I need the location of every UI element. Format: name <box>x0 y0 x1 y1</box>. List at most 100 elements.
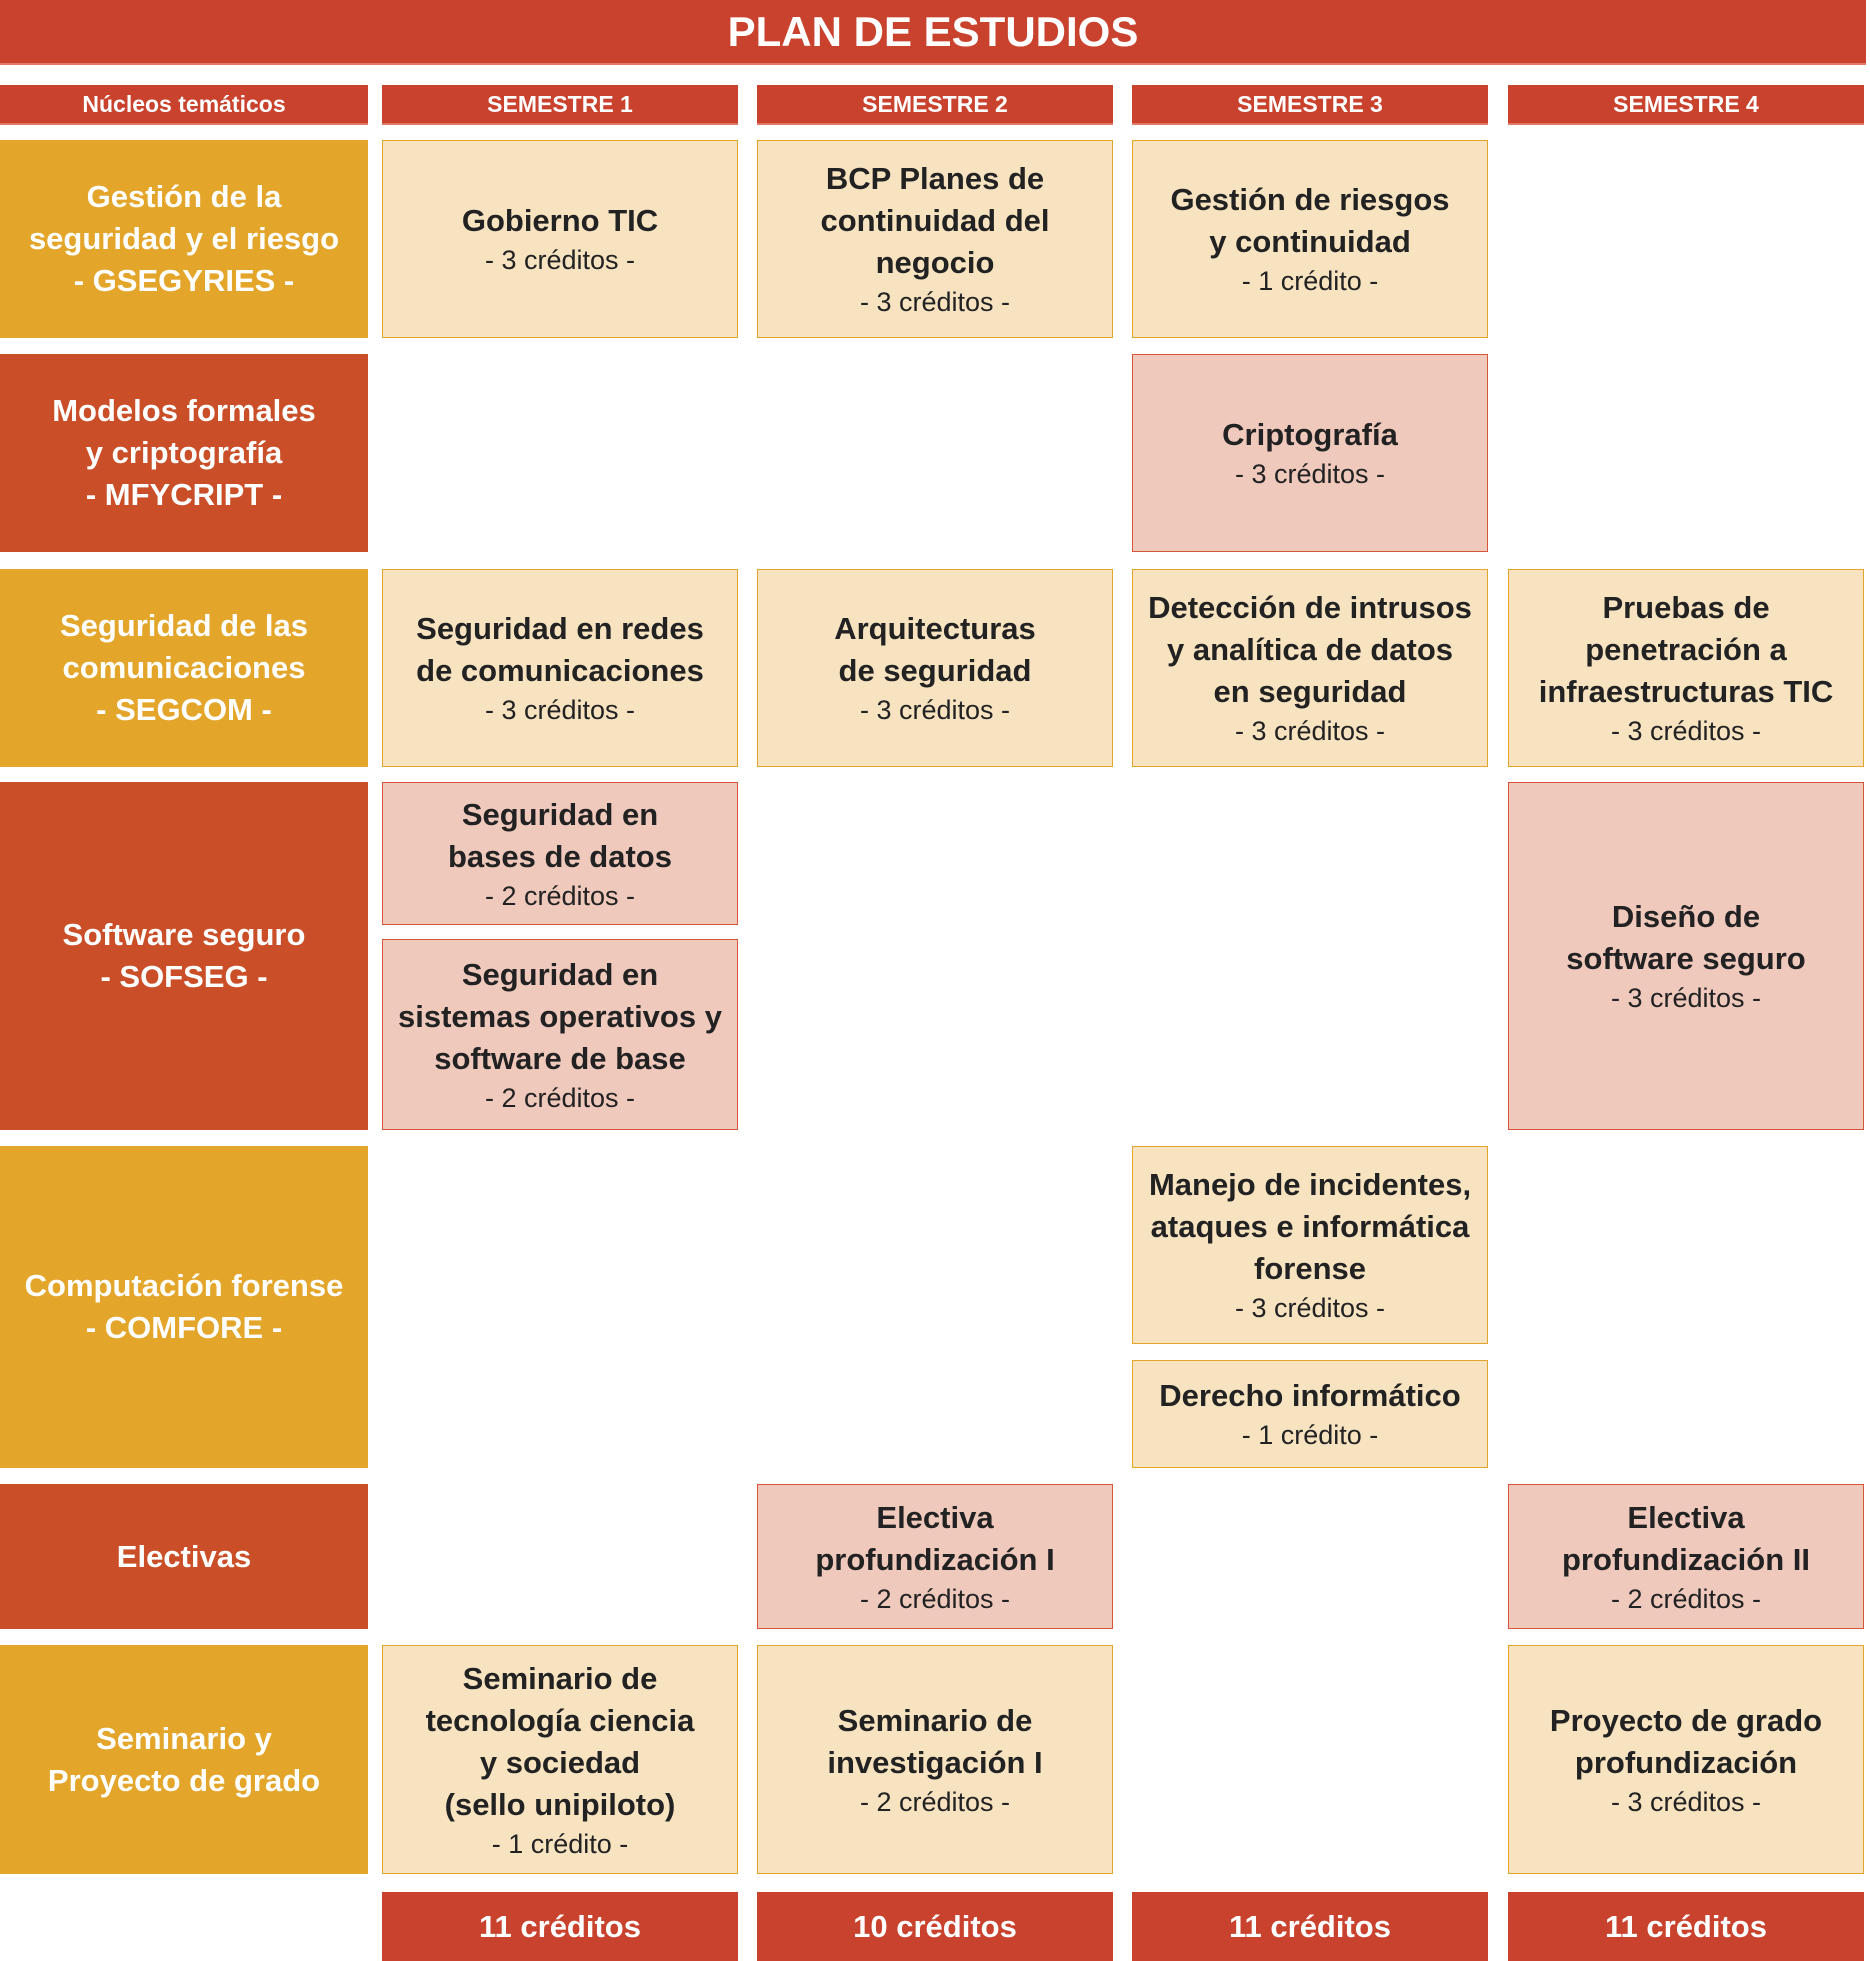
header-semester-1-label: SEMESTRE 1 <box>487 90 633 117</box>
course-name: Arquitecturas <box>834 611 1036 646</box>
header-core-label: Núcleos temáticos <box>82 90 286 117</box>
course-credits: - 3 créditos - <box>484 245 636 275</box>
course-name: Derecho informático <box>1159 1378 1461 1413</box>
course-name: Seguridad en <box>461 956 659 992</box>
core-electivas: Electivas <box>0 1484 368 1629</box>
course-name: y sociedad <box>479 1744 641 1780</box>
total-label: 11 créditos <box>1229 1908 1391 1944</box>
course-name: Criptografía <box>1222 417 1398 452</box>
course-name: Proyecto de grado <box>1549 1702 1823 1738</box>
course-name: profundización II <box>1562 1541 1810 1577</box>
course-name: (sello unipiloto) <box>444 1786 676 1822</box>
header-semester-3: SEMESTRE 3 <box>1132 85 1488 125</box>
total-label: 11 créditos <box>479 1908 641 1944</box>
core-line: Gestión de la <box>86 179 282 214</box>
header-semester-1: SEMESTRE 1 <box>382 85 738 125</box>
total-semester-4: 11 créditos <box>1508 1892 1864 1961</box>
course-name: investigación I <box>827 1744 1043 1780</box>
core-line: Electivas <box>116 1538 252 1574</box>
course-deteccion-intrusos: Detección de intrusos y analítica de dat… <box>1132 569 1488 767</box>
course-name: y continuidad <box>1209 224 1411 259</box>
course-name: profundización <box>1574 1744 1798 1780</box>
course-credits: - 3 créditos - <box>859 695 1011 725</box>
course-credits: - 3 créditos - <box>1234 716 1386 746</box>
course-name: Gobierno TIC <box>461 203 659 238</box>
core-line: y criptografía <box>85 435 283 470</box>
course-seguridad-redes: Seguridad en redes de comunicaciones - 3… <box>382 569 738 767</box>
course-criptografia: Criptografía - 3 créditos - <box>1132 354 1488 552</box>
course-electiva-2: Electiva profundización II - 2 créditos … <box>1508 1484 1864 1629</box>
core-line: comunicaciones <box>62 650 306 685</box>
core-line: seguridad y el riesgo <box>28 221 340 256</box>
course-name: ataques e informática <box>1150 1209 1470 1244</box>
course-name: Manejo de incidentes, <box>1148 1167 1472 1202</box>
course-seguridad-sistemas-operativos: Seguridad en sistemas operativos y softw… <box>382 939 738 1130</box>
total-semester-2: 10 créditos <box>757 1892 1113 1961</box>
core-line: Proyecto de grado <box>47 1762 321 1798</box>
total-label: 10 créditos <box>853 1908 1017 1944</box>
course-credits: - 2 créditos - <box>859 1786 1011 1817</box>
course-credits: - 2 créditos - <box>859 1583 1011 1614</box>
core-code: - MFYCRIPT - <box>85 477 283 512</box>
course-credits: - 3 créditos - <box>484 695 636 725</box>
course-bcp: BCP Planes de continuidad del negocio - … <box>757 140 1113 338</box>
course-name: continuidad del <box>820 203 1050 238</box>
course-name: penetración a <box>1585 632 1787 667</box>
course-name: negocio <box>875 245 995 280</box>
course-credits: - 2 créditos - <box>1610 1583 1762 1614</box>
course-proyecto-grado: Proyecto de grado profundización - 3 cré… <box>1508 1645 1864 1874</box>
course-name: infraestructuras TIC <box>1538 674 1834 709</box>
core-comfore: Computación forense - COMFORE - <box>0 1146 368 1468</box>
course-credits: - 3 créditos - <box>1610 983 1762 1013</box>
course-name: Seminario de <box>462 1660 658 1696</box>
course-name: Seguridad en <box>461 796 659 832</box>
core-mfycript: Modelos formales y criptografía - MFYCRI… <box>0 354 368 552</box>
core-code: - SOFSEG - <box>100 959 268 994</box>
header-semester-2-label: SEMESTRE 2 <box>862 90 1008 117</box>
total-label: 11 créditos <box>1605 1908 1767 1944</box>
core-line: Modelos formales <box>52 393 316 428</box>
course-name: Diseño de <box>1611 899 1761 934</box>
course-credits: - 1 crédito - <box>1241 1420 1379 1450</box>
course-name: Gestión de riesgos <box>1170 182 1450 217</box>
course-name: y analítica de datos <box>1167 632 1453 667</box>
course-credits: - 3 créditos - <box>1234 1293 1386 1323</box>
course-name: Electiva <box>1627 1499 1745 1535</box>
course-seguridad-bases-datos: Seguridad en bases de datos - 2 créditos… <box>382 782 738 925</box>
course-derecho-informatico: Derecho informático - 1 crédito - <box>1132 1360 1488 1468</box>
course-credits: - 3 créditos - <box>859 287 1011 317</box>
course-arquitecturas: Arquitecturas de seguridad - 3 créditos … <box>757 569 1113 767</box>
core-line: Computación forense <box>24 1268 344 1303</box>
total-semester-3: 11 créditos <box>1132 1892 1488 1961</box>
course-name: Seminario de <box>837 1702 1033 1738</box>
course-name: tecnología ciencia <box>425 1702 695 1738</box>
course-name: sistemas operativos y <box>398 998 722 1034</box>
course-name: Electiva <box>876 1499 994 1535</box>
header-semester-4: SEMESTRE 4 <box>1508 85 1864 125</box>
course-name: software de base <box>434 1040 686 1076</box>
core-segcom: Seguridad de las comunicaciones - SEGCOM… <box>0 569 368 767</box>
course-pruebas-penetracion: Pruebas de penetración a infraestructura… <box>1508 569 1864 767</box>
total-semester-1: 11 créditos <box>382 1892 738 1961</box>
page-title: PLAN DE ESTUDIOS <box>0 0 1866 65</box>
course-manejo-incidentes: Manejo de incidentes, ataques e informát… <box>1132 1146 1488 1344</box>
core-gsegyries: Gestión de la seguridad y el riesgo - GS… <box>0 140 368 338</box>
course-name: de seguridad <box>838 653 1032 688</box>
course-seminario-tcs: Seminario de tecnología ciencia y socied… <box>382 1645 738 1874</box>
course-electiva-1: Electiva profundización I - 2 créditos - <box>757 1484 1113 1629</box>
course-gobierno-tic: Gobierno TIC - 3 créditos - <box>382 140 738 338</box>
course-name: bases de datos <box>448 838 672 874</box>
course-name: Pruebas de <box>1602 590 1770 625</box>
core-code: - SEGCOM - <box>96 692 272 727</box>
core-line: Seminario y <box>96 1720 272 1756</box>
core-code: - COMFORE - <box>85 1310 283 1345</box>
course-name: software seguro <box>1566 941 1806 976</box>
header-semester-2: SEMESTRE 2 <box>757 85 1113 125</box>
course-credits: - 1 crédito - <box>1241 266 1379 296</box>
course-credits: - 3 créditos - <box>1610 716 1762 746</box>
course-name: profundización I <box>815 1541 1055 1577</box>
course-credits: - 2 créditos - <box>484 1082 636 1113</box>
core-line: Software seguro <box>62 917 306 952</box>
course-name: de comunicaciones <box>416 653 704 688</box>
course-credits: - 1 crédito - <box>491 1828 629 1859</box>
